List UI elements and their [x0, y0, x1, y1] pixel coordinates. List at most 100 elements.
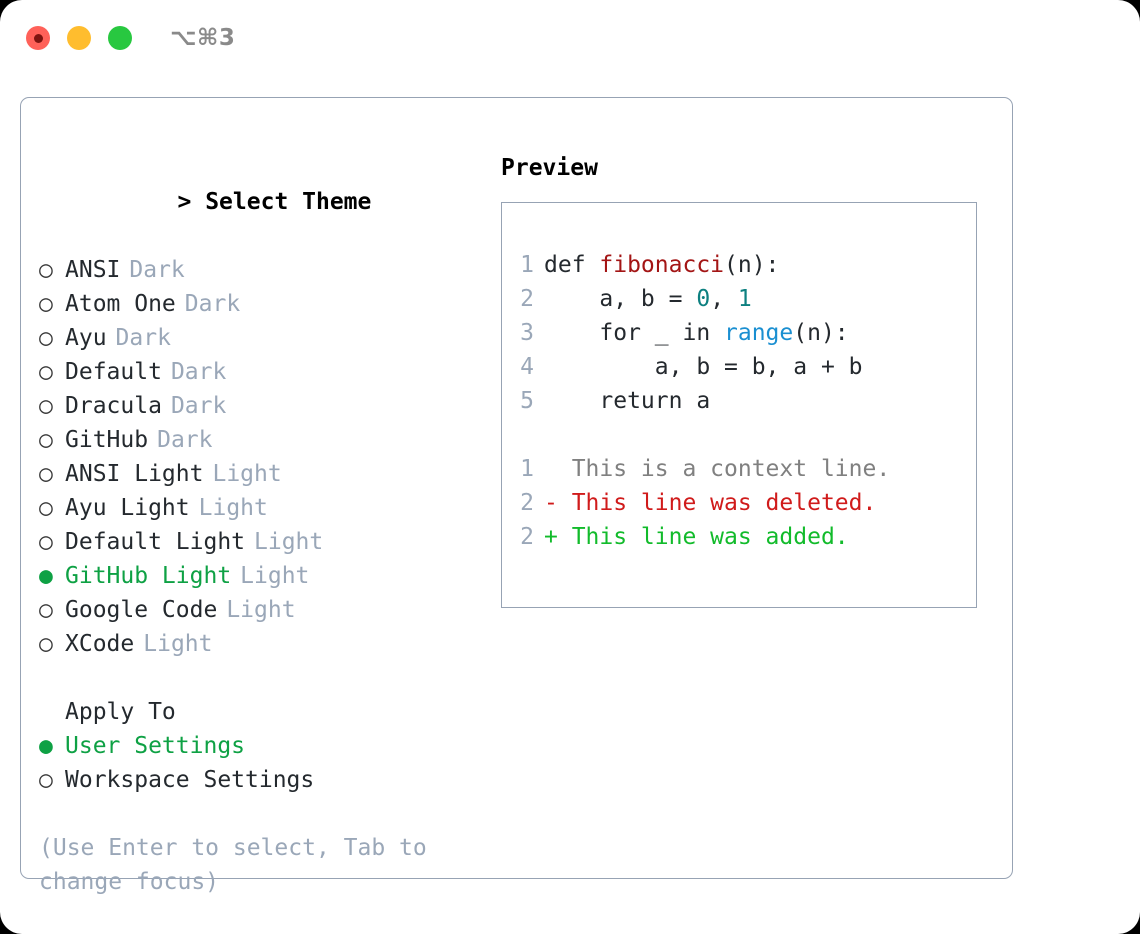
theme-option-kind: Dark [184, 291, 241, 317]
code-line: 2 a, b = 0, 1 [502, 282, 976, 316]
theme-option-kind: Dark [170, 359, 227, 385]
line-number: 2 [520, 524, 534, 550]
theme-option-kind: Light [212, 461, 282, 487]
radio-selected-icon: ● [39, 733, 53, 759]
theme-option-google-code[interactable]: ○ Google Code Light [39, 593, 479, 627]
code-line: 4 a, b = b, a + b [502, 350, 976, 384]
theme-option-default-light[interactable]: ○ Default Light Light [39, 525, 479, 559]
code-token-function: fibonacci [599, 252, 725, 278]
code-line-content: return a [544, 384, 710, 418]
code-line: 2 + This line was added. [502, 520, 976, 554]
theme-option-kind: Light [240, 563, 310, 589]
code-line: 1 def fibonacci(n): [502, 248, 976, 282]
radio-unselected-icon: ○ [39, 291, 53, 317]
theme-option-default[interactable]: ○ Default Dark [39, 355, 479, 389]
code-token-plain: def [544, 252, 600, 278]
diff-added-text: + This line was added. [544, 524, 849, 550]
code-token-number: 1 [737, 286, 752, 312]
theme-option-kind: Dark [170, 393, 227, 419]
code-indent [544, 354, 655, 380]
theme-option-label: Default Light [65, 529, 246, 555]
radio-unselected-icon: ○ [39, 529, 53, 555]
code-token-number: 0 [696, 286, 711, 312]
apply-to-option-workspace-settings[interactable]: ○ Workspace Settings [39, 763, 479, 797]
theme-option-github-light[interactable]: ● GitHub Light Light [39, 559, 479, 593]
code-indent [544, 286, 599, 312]
window-controls [26, 26, 132, 50]
theme-option-kind: Dark [129, 257, 185, 283]
theme-option-label: GitHub [65, 427, 149, 453]
apply-to-option-label: User Settings [65, 733, 246, 759]
code-token-plain: (n): [724, 252, 780, 278]
radio-unselected-icon: ○ [39, 427, 53, 453]
radio-unselected-icon: ○ [39, 461, 53, 487]
hint-spacer [39, 797, 479, 831]
code-indent [544, 388, 599, 414]
zoom-button-icon[interactable] [108, 26, 132, 50]
theme-option-label: ANSI [65, 257, 121, 283]
section-heading-apply-to: Apply To [39, 695, 479, 729]
code-token-plain: a, b = b, a + b [654, 354, 863, 380]
code-line: 5 return a [502, 384, 976, 418]
caret-icon: > [177, 189, 192, 215]
theme-option-dracula[interactable]: ○ Dracula Dark [39, 389, 479, 423]
line-number: 2 [520, 286, 534, 312]
apply-to-option-user-settings[interactable]: ● User Settings [39, 729, 479, 763]
radio-unselected-icon: ○ [39, 597, 53, 623]
line-number: 3 [520, 320, 534, 346]
code-indent [544, 320, 599, 346]
code-token-plain: a, b = [599, 286, 697, 312]
theme-option-ansi-light[interactable]: ○ ANSI Light Light [39, 457, 479, 491]
theme-option-ansi[interactable]: ○ ANSI Dark [39, 253, 479, 287]
line-number: 4 [520, 354, 534, 380]
theme-option-kind: Dark [157, 427, 213, 453]
theme-option-label: Dracula [65, 393, 162, 419]
theme-option-label: Ayu Light [65, 495, 190, 521]
keyboard-shortcut-label: ⌥⌘3 [170, 25, 236, 51]
code-token-plain: , [710, 286, 738, 312]
radio-unselected-icon: ○ [39, 325, 53, 351]
code-token-plain: for _ in [599, 320, 725, 346]
radio-unselected-icon: ○ [39, 393, 53, 419]
theme-option-kind: Light [254, 529, 324, 555]
minimize-button-icon[interactable] [67, 26, 91, 50]
theme-option-label: Default [65, 359, 162, 385]
code-line-content: + This line was added. [544, 520, 849, 554]
radio-unselected-icon: ○ [39, 257, 53, 283]
theme-option-kind: Dark [115, 325, 171, 351]
code-line: 1 This is a context line. [502, 452, 976, 486]
line-number: 1 [520, 252, 534, 278]
theme-option-label: ANSI Light [65, 461, 204, 487]
theme-option-label: Google Code [65, 597, 218, 623]
code-line-content: - This line was deleted. [544, 486, 876, 520]
close-button-icon[interactable] [26, 26, 50, 50]
apply-to-option-label: Workspace Settings [65, 767, 315, 793]
theme-option-label: Ayu [65, 325, 107, 351]
radio-unselected-icon: ○ [39, 767, 53, 793]
code-line: 2 - This line was deleted. [502, 486, 976, 520]
title-bar: ⌥⌘3 [0, 0, 1140, 76]
theme-option-kind: Light [226, 597, 296, 623]
radio-selected-icon: ● [39, 563, 53, 589]
code-line-content: This is a context line. [544, 452, 891, 486]
theme-option-github[interactable]: ○ GitHub Dark [39, 423, 479, 457]
theme-option-ayu[interactable]: ○ Ayu Dark [39, 321, 479, 355]
apply-to-option-list: ● User Settings ○ Workspace Settings [39, 729, 479, 797]
preview-heading: Preview [501, 155, 598, 181]
line-number: 5 [520, 388, 534, 414]
code-line-content: def fibonacci(n): [544, 248, 779, 282]
theme-option-label: GitHub Light [65, 563, 232, 589]
code-line [502, 418, 976, 452]
section-heading-select-theme: > Select Theme [39, 151, 479, 253]
code-token-plain: (n): [793, 320, 849, 346]
line-number: 2 [520, 490, 534, 516]
keyboard-hint-text: (Use Enter to select, Tab to change focu… [39, 835, 441, 895]
radio-unselected-icon: ○ [39, 359, 53, 385]
